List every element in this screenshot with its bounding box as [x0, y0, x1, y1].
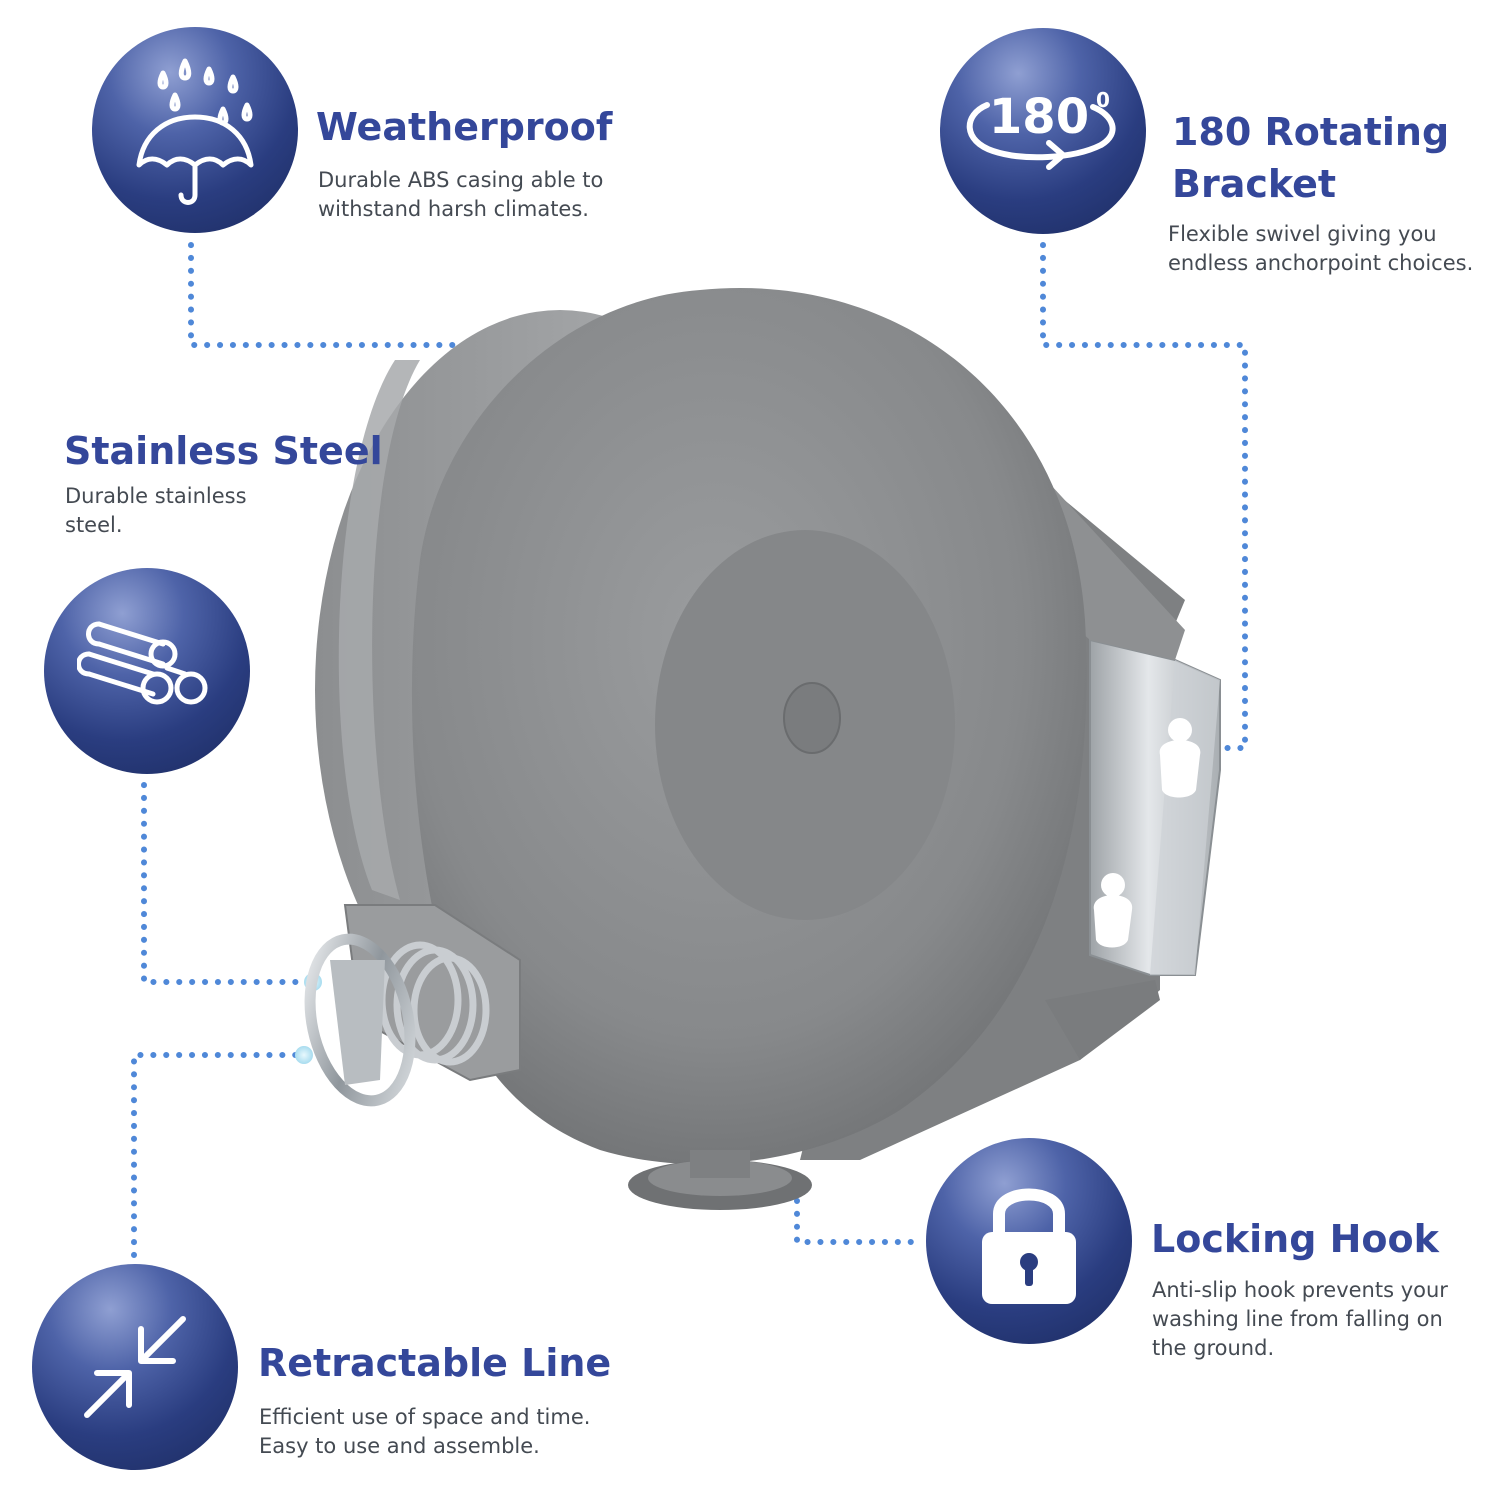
locking-desc: Anti-slip hook prevents your washing lin… [1152, 1276, 1482, 1363]
reel-center-hub [783, 682, 841, 754]
rotating-badge: 180 0 [940, 28, 1146, 234]
ring-hook [304, 933, 416, 1107]
steel-desc-line2: steel. [65, 513, 123, 537]
connector-steel [141, 782, 315, 985]
locking-title: Locking Hook [1151, 1217, 1439, 1261]
rotating-title-line2: Bracket [1172, 162, 1337, 206]
weatherproof-desc-line2: withstand harsh climates. [318, 197, 589, 221]
bracket-keyholes [1093, 718, 1201, 948]
umbrella-rain-icon [136, 58, 254, 205]
retractable-desc: Efficient use of space and time. Easy to… [259, 1403, 639, 1461]
rotating-desc: Flexible swivel giving you endless ancho… [1168, 220, 1488, 278]
retractable-desc-line2: Easy to use and assemble. [259, 1434, 540, 1458]
connector-retractable [131, 1052, 307, 1258]
locking-desc-line1: Anti-slip hook prevents your [1152, 1278, 1448, 1302]
connector-locking [794, 1185, 921, 1245]
retractable-desc-line1: Efficient use of space and time. [259, 1405, 591, 1429]
retract-arrows-icon [84, 1316, 186, 1418]
rotating-desc-line2: endless anchorpoint choices. [1168, 251, 1474, 275]
rotate-180-degree: 0 [1096, 88, 1110, 112]
weatherproof-badge [92, 27, 298, 233]
steel-desc-line1: Durable stainless [65, 484, 247, 508]
endpoint-retractable [295, 1046, 313, 1064]
rotating-title-line1: 180 Rotating [1172, 110, 1450, 154]
retractable-title: Retractable Line [258, 1341, 612, 1385]
locking-desc-line2: washing line from falling on [1152, 1307, 1443, 1331]
steel-badge [44, 568, 250, 774]
weatherproof-desc: Durable ABS casing able to withstand har… [318, 166, 638, 224]
steel-pipes-icon [77, 621, 208, 705]
rotating-desc-line1: Flexible swivel giving you [1168, 222, 1437, 246]
steel-desc: Durable stainless steel. [65, 482, 325, 540]
locking-desc-line3: the ground. [1152, 1336, 1275, 1360]
rotate-180-icon: 180 0 [966, 88, 1116, 170]
rotate-180-number: 180 [989, 89, 1089, 145]
padlock-icon [982, 1188, 1076, 1304]
weatherproof-title: Weatherproof [316, 105, 613, 149]
steel-title: Stainless Steel [64, 429, 383, 473]
connector-rotating [1040, 242, 1248, 751]
retractable-badge [32, 1264, 238, 1470]
locking-badge [926, 1138, 1132, 1344]
weatherproof-desc-line1: Durable ABS casing able to [318, 168, 604, 192]
rotating-title: 180 Rotating Bracket [1172, 106, 1449, 210]
